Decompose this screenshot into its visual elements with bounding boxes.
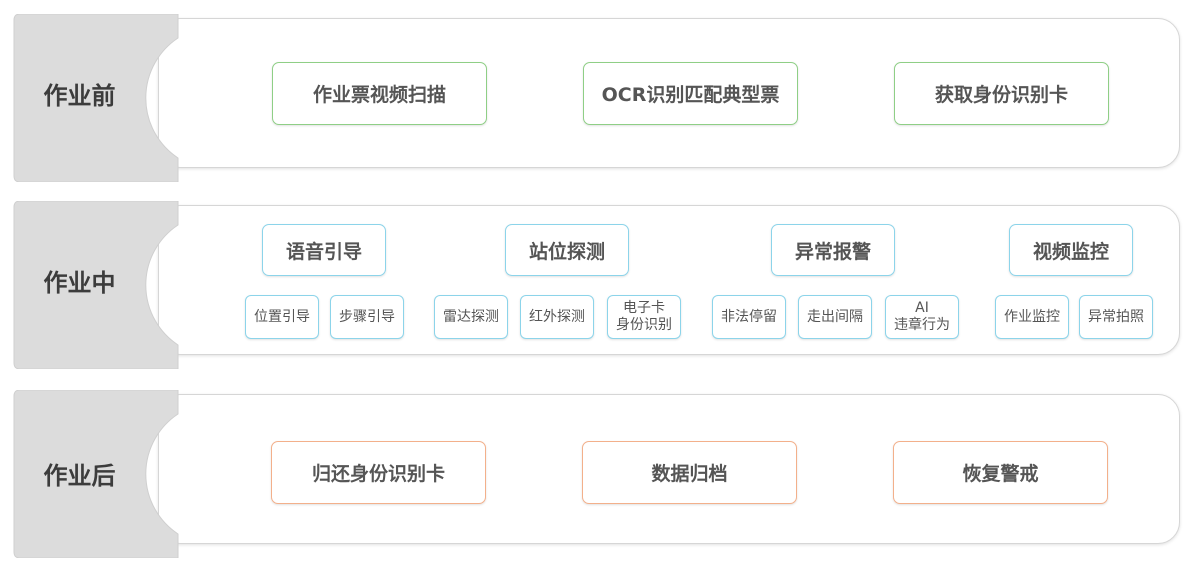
ocr-match-ticket-box: OCR识别匹配典型票 xyxy=(583,62,798,125)
stage-during-label: 作业中 xyxy=(43,269,116,297)
voice-guide-box: 语音引导 xyxy=(262,224,386,276)
stage-after-tab xyxy=(13,390,179,558)
e-card-id-box: 电子卡 身份识别 xyxy=(607,295,681,339)
illegal-stay-box: 非法停留 xyxy=(712,295,786,339)
stage-after-row: 作业后 归还身份识别卡 数据归档 恢复警戒 xyxy=(0,390,1200,558)
step-guide-box: 步骤引导 xyxy=(330,295,404,339)
abnormal-alarm-box: 异常报警 xyxy=(771,224,895,276)
ai-violation-box: AI 违章行为 xyxy=(885,295,959,339)
get-id-card-box: 获取身份识别卡 xyxy=(894,62,1109,125)
stage-during-tab xyxy=(13,201,179,369)
video-monitor-box: 视频监控 xyxy=(1009,224,1133,276)
position-guide-box: 位置引导 xyxy=(245,295,319,339)
return-id-card-box: 归还身份识别卡 xyxy=(271,441,486,504)
stage-during-row: 作业中 语音引导 位置引导 步骤引导 站位探测 雷达探测 红外探测 电子卡 身份… xyxy=(0,201,1200,369)
work-monitor-box: 作业监控 xyxy=(995,295,1069,339)
data-archive-box: 数据归档 xyxy=(582,441,797,504)
leave-interval-box: 走出间隔 xyxy=(798,295,872,339)
stage-before-row: 作业前 作业票视频扫描 OCR识别匹配典型票 获取身份识别卡 xyxy=(0,14,1200,182)
scan-ticket-video-box: 作业票视频扫描 xyxy=(272,62,487,125)
stage-before-tab xyxy=(13,14,179,182)
infrared-detect-box: 红外探测 xyxy=(520,295,594,339)
stage-before-label: 作业前 xyxy=(43,82,116,110)
restore-alert-box: 恢复警戒 xyxy=(893,441,1108,504)
station-detect-box: 站位探测 xyxy=(505,224,629,276)
abnormal-photo-box: 异常拍照 xyxy=(1079,295,1153,339)
radar-detect-box: 雷达探测 xyxy=(434,295,508,339)
stage-after-label: 作业后 xyxy=(43,462,116,490)
